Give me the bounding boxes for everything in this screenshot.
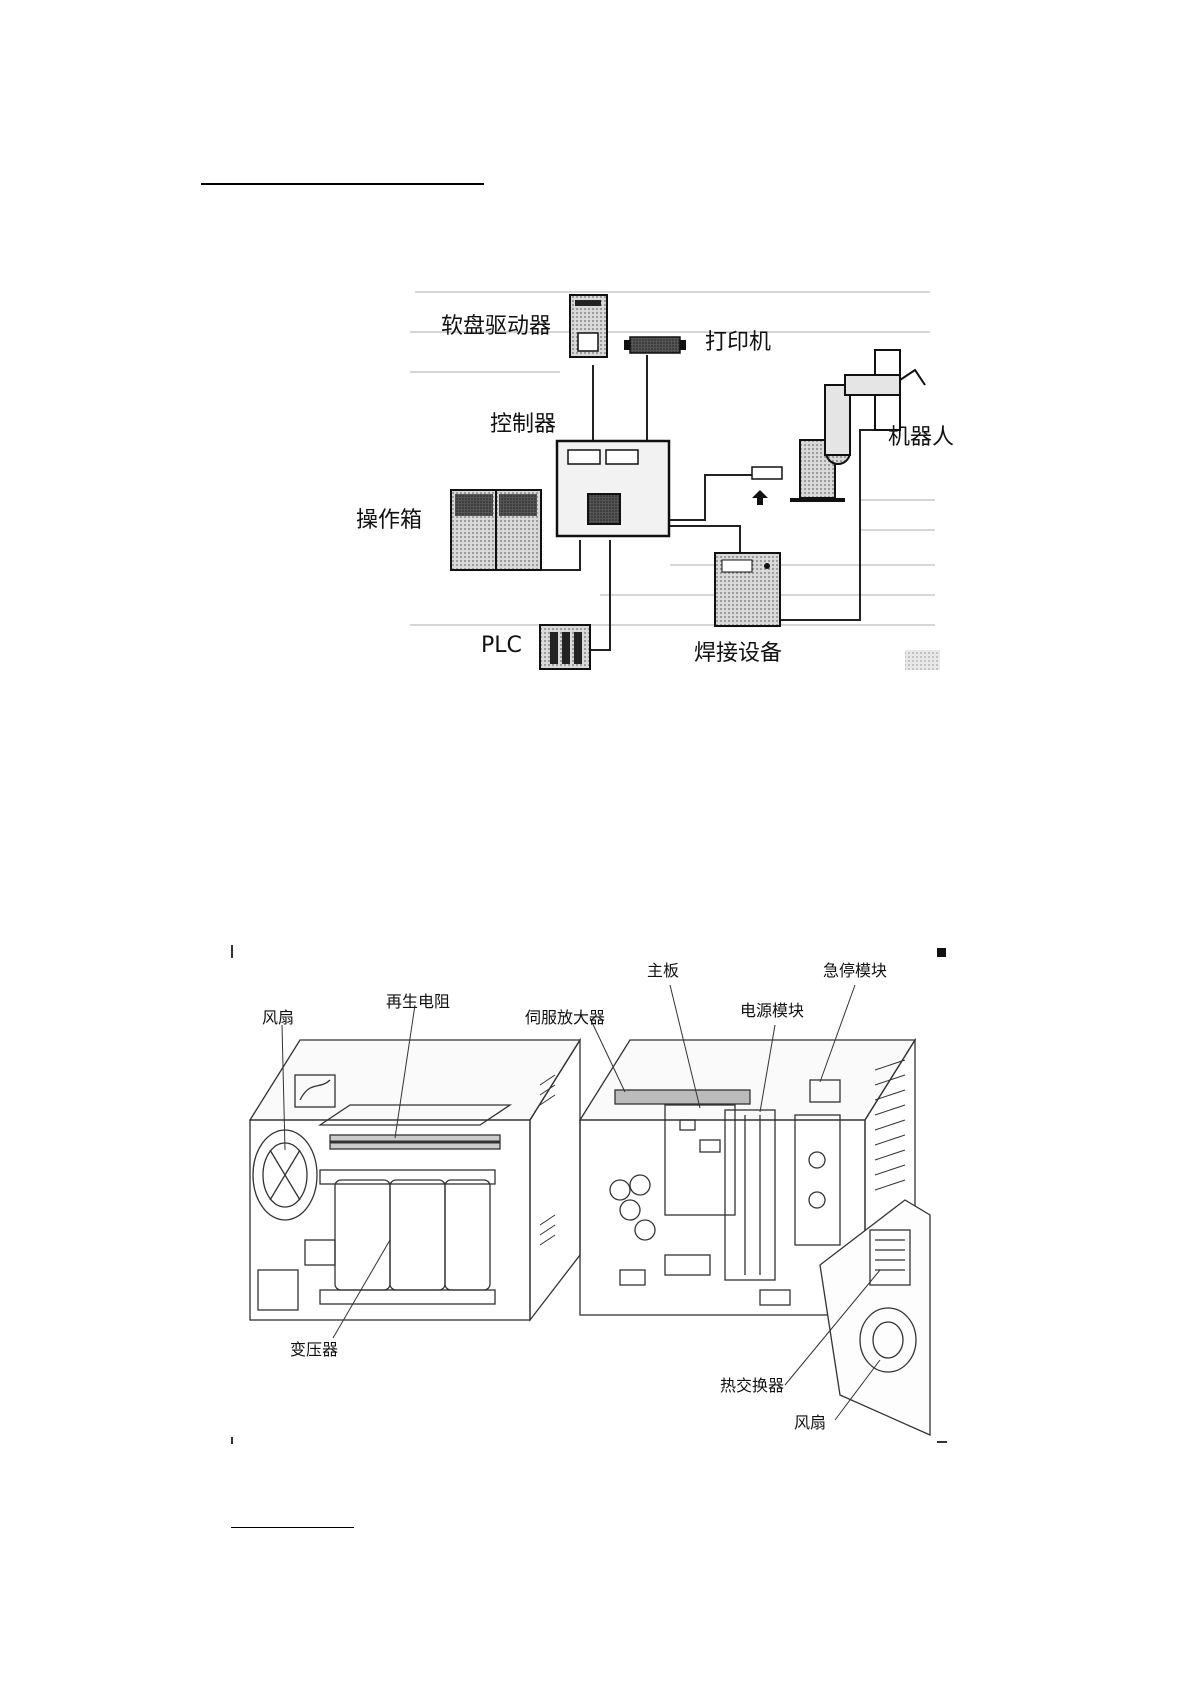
controller-icon [557, 441, 669, 536]
label-heat-exchanger: 热交换器 [720, 1378, 784, 1394]
leader-lines [282, 985, 880, 1420]
scan-artefact [905, 650, 940, 670]
mainboard-icon [665, 1105, 735, 1215]
label-printer: 打印机 [705, 332, 771, 354]
power-module-icon [725, 1110, 775, 1280]
label-servo-amplifier: 伺服放大器 [525, 1010, 605, 1026]
system-diagram [0, 0, 1191, 700]
label-fan-left: 风扇 [262, 1010, 294, 1026]
fan-left-icon [253, 1130, 317, 1220]
transformer-icon [320, 1170, 495, 1304]
printer-icon [624, 337, 686, 353]
left-cabinet [250, 1040, 580, 1320]
teach-pendant-icon [752, 467, 782, 505]
label-plc: PLC [481, 635, 522, 657]
regen-resistor-icon [320, 1105, 510, 1149]
fan-right-icon [860, 1308, 916, 1372]
label-operation-box: 操作箱 [356, 510, 422, 532]
plc-icon [540, 625, 590, 669]
operation-box-icon [451, 490, 541, 570]
label-floppy-drive: 软盘驱动器 [441, 316, 551, 338]
label-robot: 机器人 [888, 427, 954, 449]
label-controller: 控制器 [490, 414, 556, 436]
label-transformer: 变压器 [290, 1342, 338, 1358]
label-power-module: 电源模块 [740, 1003, 804, 1019]
label-welding-equipment: 焊接设备 [694, 643, 782, 665]
label-fan-right: 风扇 [794, 1415, 826, 1431]
emergency-stop-module-icon [795, 1080, 840, 1245]
heat-exchanger-icon [870, 1230, 910, 1285]
footnote-rule [231, 1527, 354, 1528]
floppy-drive-icon [570, 295, 607, 357]
label-mainboard: 主板 [647, 963, 679, 979]
label-emergency-stop-module: 急停模块 [823, 963, 887, 979]
label-regen-resistor: 再生电阻 [386, 994, 450, 1010]
welding-equipment-icon [715, 553, 780, 626]
